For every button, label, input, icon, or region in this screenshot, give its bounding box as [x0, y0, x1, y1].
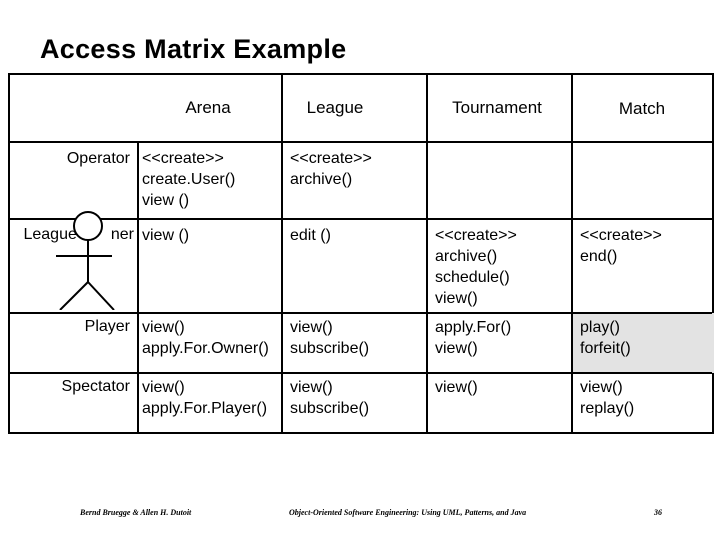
cell-spectator-match: view()replay() — [580, 379, 635, 417]
cell-player-tournament: apply.For()view() — [435, 319, 512, 357]
row-header-player: Player — [84, 318, 130, 335]
column-divider-2 — [281, 75, 283, 432]
cell-player-arena: view()apply.For.Owner() — [142, 319, 269, 357]
cell-leagueowner-match: <<create>>end() — [580, 227, 662, 265]
column-divider-4 — [571, 75, 573, 432]
cell-leagueowner-tournament: <<create>>archive()schedule()view() — [435, 227, 517, 307]
row-divider-3 — [10, 372, 712, 374]
stick-figure-actor-icon — [56, 211, 115, 310]
footer-book-title: Object-Oriented Software Engineering: Us… — [289, 508, 527, 517]
column-header-league: League — [306, 98, 364, 117]
column-divider-3 — [426, 75, 428, 432]
highlighted-cell-player-match — [573, 313, 714, 373]
cell-player-match: play()forfeit() — [580, 319, 631, 357]
slide-title: Access Matrix Example — [40, 34, 347, 64]
cell-spectator-league: view()subscribe() — [290, 379, 370, 417]
row-divider-2 — [10, 312, 712, 314]
cell-spectator-arena: view()apply.For.Player() — [142, 379, 268, 417]
cell-operator-arena: <<create>>create.User()view () — [142, 150, 236, 209]
row-divider-0 — [10, 141, 712, 143]
row-divider-1 — [10, 218, 712, 220]
row-header-leagueowner-part1: League — [23, 226, 77, 243]
row-header-leagueowner-part2: ner — [110, 226, 134, 243]
cell-leagueowner-league: edit () — [290, 227, 331, 244]
row-header-operator: Operator — [66, 150, 130, 167]
column-header-arena: Arena — [185, 98, 231, 117]
column-header-match: Match — [618, 99, 666, 118]
row-header-leagueowner: League ner — [0, 226, 134, 244]
footer-authors: Bernd Bruegge & Allen H. Dutoit — [80, 508, 192, 517]
footer-page-number: 36 — [654, 508, 662, 517]
cell-spectator-tournament: view() — [435, 379, 478, 396]
access-matrix-table — [8, 73, 714, 434]
cell-operator-league: <<create>>archive() — [290, 150, 372, 188]
row-header-spectator: Spectator — [61, 378, 130, 395]
column-divider-1 — [137, 141, 139, 432]
column-header-tournament: Tournament — [452, 98, 542, 117]
cell-leagueowner-arena: view () — [142, 227, 190, 244]
cell-player-league: view()subscribe() — [290, 319, 370, 357]
